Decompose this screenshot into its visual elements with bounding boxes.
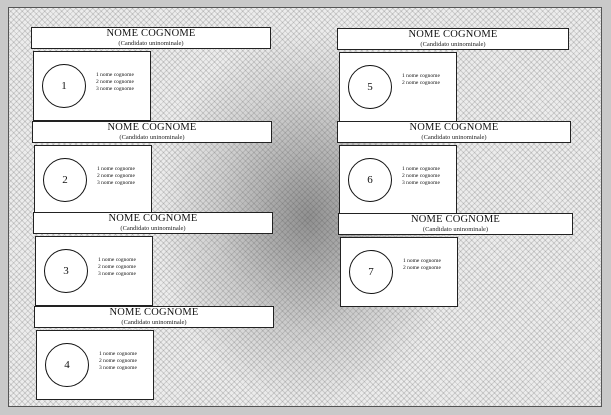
list-number: 3	[63, 265, 69, 277]
candidate-header: NOME COGNOME (Candidato uninominale)	[338, 213, 573, 235]
candidate-box: 6 1 nome cognome 2 nome cognome 3 nome c…	[339, 145, 457, 215]
list-number: 5	[367, 81, 373, 93]
candidate-name: NOME COGNOME	[409, 122, 499, 133]
candidate-name: NOME COGNOME	[408, 29, 498, 40]
list-candidate: 2 nome cognome	[96, 79, 134, 85]
candidate-box: 2 1 nome cognome 2 nome cognome 3 nome c…	[34, 145, 152, 215]
candidate-subtitle: (Candidato uninominale)	[421, 133, 487, 141]
candidate-subtitle: (Candidato uninominale)	[120, 224, 186, 232]
list-candidate: 3 nome cognome	[402, 180, 440, 186]
candidate-header: NOME COGNOME (Candidato uninominale)	[337, 28, 569, 50]
candidate-box: 1 1 nome cognome 2 nome cognome 3 nome c…	[33, 51, 151, 121]
list-candidate: 1 nome cognome	[402, 166, 440, 172]
party-symbol-circle[interactable]: 3	[44, 249, 88, 293]
party-symbol-circle[interactable]: 5	[348, 65, 392, 109]
candidate-subtitle: (Candidato uninominale)	[119, 133, 185, 141]
candidate-name: NOME COGNOME	[410, 214, 501, 225]
candidate-header: NOME COGNOME (Candidato uninominale)	[34, 306, 274, 328]
list-number: 6	[367, 174, 373, 186]
list-candidate: 1 nome cognome	[98, 257, 136, 263]
list-candidate: 1 nome cognome	[99, 351, 137, 357]
candidate-box: 5 1 nome cognome 2 nome cognome	[339, 52, 457, 122]
candidate-subtitle: (Candidato uninominale)	[121, 318, 187, 326]
party-symbol-circle[interactable]: 7	[349, 250, 393, 294]
candidate-name: NOME COGNOME	[106, 28, 196, 39]
list-candidate: 1 nome cognome	[402, 73, 440, 79]
list-candidate: 3 nome cognome	[97, 180, 135, 186]
list-candidate: 2 nome cognome	[98, 264, 136, 270]
list-candidate: 2 nome cognome	[402, 173, 440, 179]
party-symbol-circle[interactable]: 2	[43, 158, 87, 202]
list-candidates: 1 nome cognome 2 nome cognome 3 nome cog…	[97, 166, 135, 187]
list-candidates: 1 nome cognome 2 nome cognome 3 nome cog…	[96, 72, 134, 93]
list-candidates: 1 nome cognome 2 nome cognome 3 nome cog…	[99, 351, 137, 372]
list-candidate: 1 nome cognome	[97, 166, 135, 172]
list-candidate: 2 nome cognome	[99, 358, 137, 364]
list-candidate: 1 nome cognome	[96, 72, 134, 78]
list-candidate: 2 nome cognome	[97, 173, 135, 179]
list-candidate: 3 nome cognome	[98, 271, 136, 277]
party-symbol-circle[interactable]: 6	[348, 158, 392, 202]
candidate-box: 7 1 nome cognome 2 nome cognome	[340, 237, 458, 307]
candidate-header: NOME COGNOME (Candidato uninominale)	[33, 212, 273, 234]
list-candidate: 3 nome cognome	[99, 365, 137, 371]
candidate-subtitle: (Candidato uninominale)	[118, 39, 184, 47]
party-symbol-circle[interactable]: 1	[42, 64, 86, 108]
list-candidates: 1 nome cognome 2 nome cognome 3 nome cog…	[98, 257, 136, 278]
list-candidates: 1 nome cognome 2 nome cognome 3 nome cog…	[402, 166, 440, 187]
list-number: 1	[61, 80, 67, 92]
list-number: 2	[62, 174, 68, 186]
list-candidate: 3 nome cognome	[96, 86, 134, 92]
list-number: 7	[368, 266, 374, 278]
candidate-header: NOME COGNOME (Candidato uninominale)	[337, 121, 571, 143]
party-symbol-circle[interactable]: 4	[45, 343, 89, 387]
candidate-name: NOME COGNOME	[107, 122, 197, 133]
ballot-sheet: NOME COGNOME (Candidato uninominale) 1 1…	[8, 7, 602, 407]
candidate-subtitle: (Candidato uninominale)	[422, 225, 489, 233]
list-candidate: 2 nome cognome	[402, 80, 440, 86]
candidate-name: NOME COGNOME	[108, 213, 198, 224]
list-candidates: 1 nome cognome 2 nome cognome	[402, 73, 440, 87]
candidate-header: NOME COGNOME (Candidato uninominale)	[31, 27, 271, 49]
candidate-box: 4 1 nome cognome 2 nome cognome 3 nome c…	[36, 330, 154, 400]
list-candidate: 1 nome cognome	[403, 258, 441, 264]
candidate-subtitle: (Candidato uninominale)	[420, 40, 486, 48]
candidate-box: 3 1 nome cognome 2 nome cognome 3 nome c…	[35, 236, 153, 306]
candidate-header: NOME COGNOME (Candidato uninominale)	[32, 121, 272, 143]
list-number: 4	[64, 359, 70, 371]
candidate-name: NOME COGNOME	[109, 307, 199, 318]
list-candidate: 2 nome cognome	[403, 265, 441, 271]
list-candidates: 1 nome cognome 2 nome cognome	[403, 258, 441, 272]
